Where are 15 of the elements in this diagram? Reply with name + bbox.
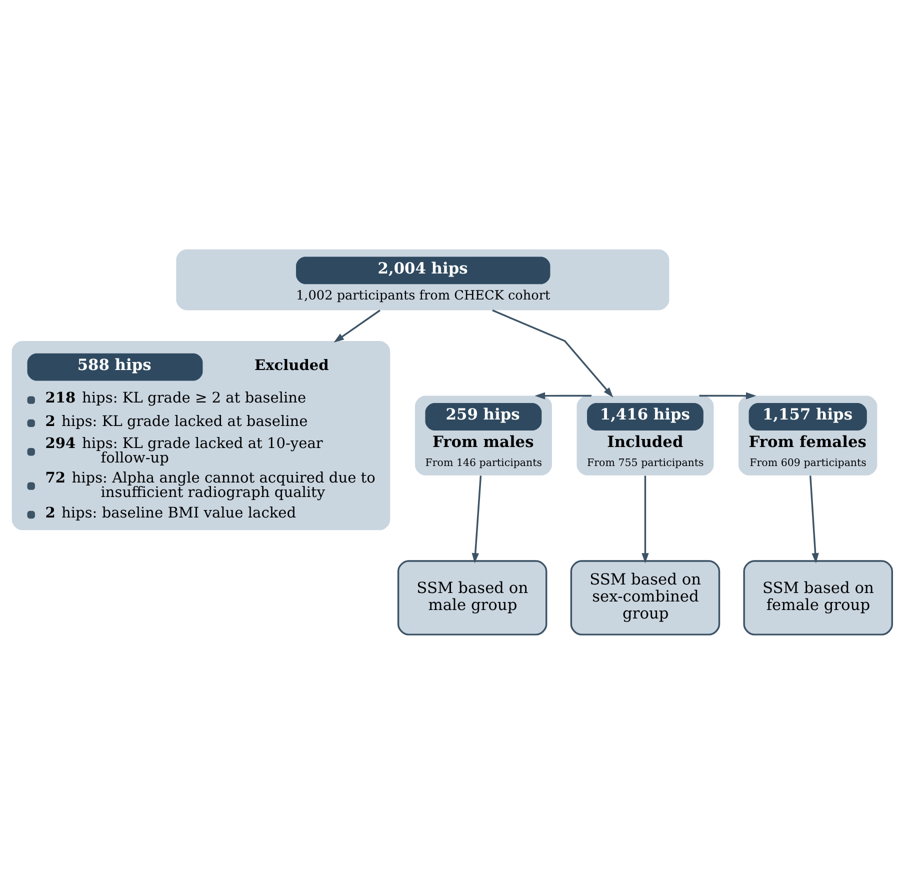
arrow [334, 310, 380, 342]
arrow [472, 476, 482, 564]
node-box: 2,004 hips 1,002 participants from CHECK cohort [176, 249, 670, 310]
arrow [534, 392, 592, 400]
arrow [492, 310, 614, 398]
node-box: 1,416 hips Included From 755 participants [576, 396, 714, 476]
arrow [810, 476, 819, 564]
arrow [698, 392, 756, 400]
node-box: 588 hips Excluded 218 hips: KL grade ≥ 2 at baseline 2 hips: KL grade lacked at baseline 294 hips: KL grade lacked at 10-year follow-up 72 hips: Alpha angle cannot acquired due to insufficient radiograph quality 2 hips: baseline BMI value lacked [12, 341, 390, 530]
node-box: 1,157 hips From females From 609 participants [738, 396, 878, 476]
arrow [642, 476, 649, 564]
node-box: 259 hips From males From 146 participants [414, 396, 552, 476]
node-box: SSM based on sex-combined group [570, 560, 720, 636]
node-box: SSM based on male group [397, 560, 548, 636]
node-box: SSM based on female group [743, 560, 893, 636]
